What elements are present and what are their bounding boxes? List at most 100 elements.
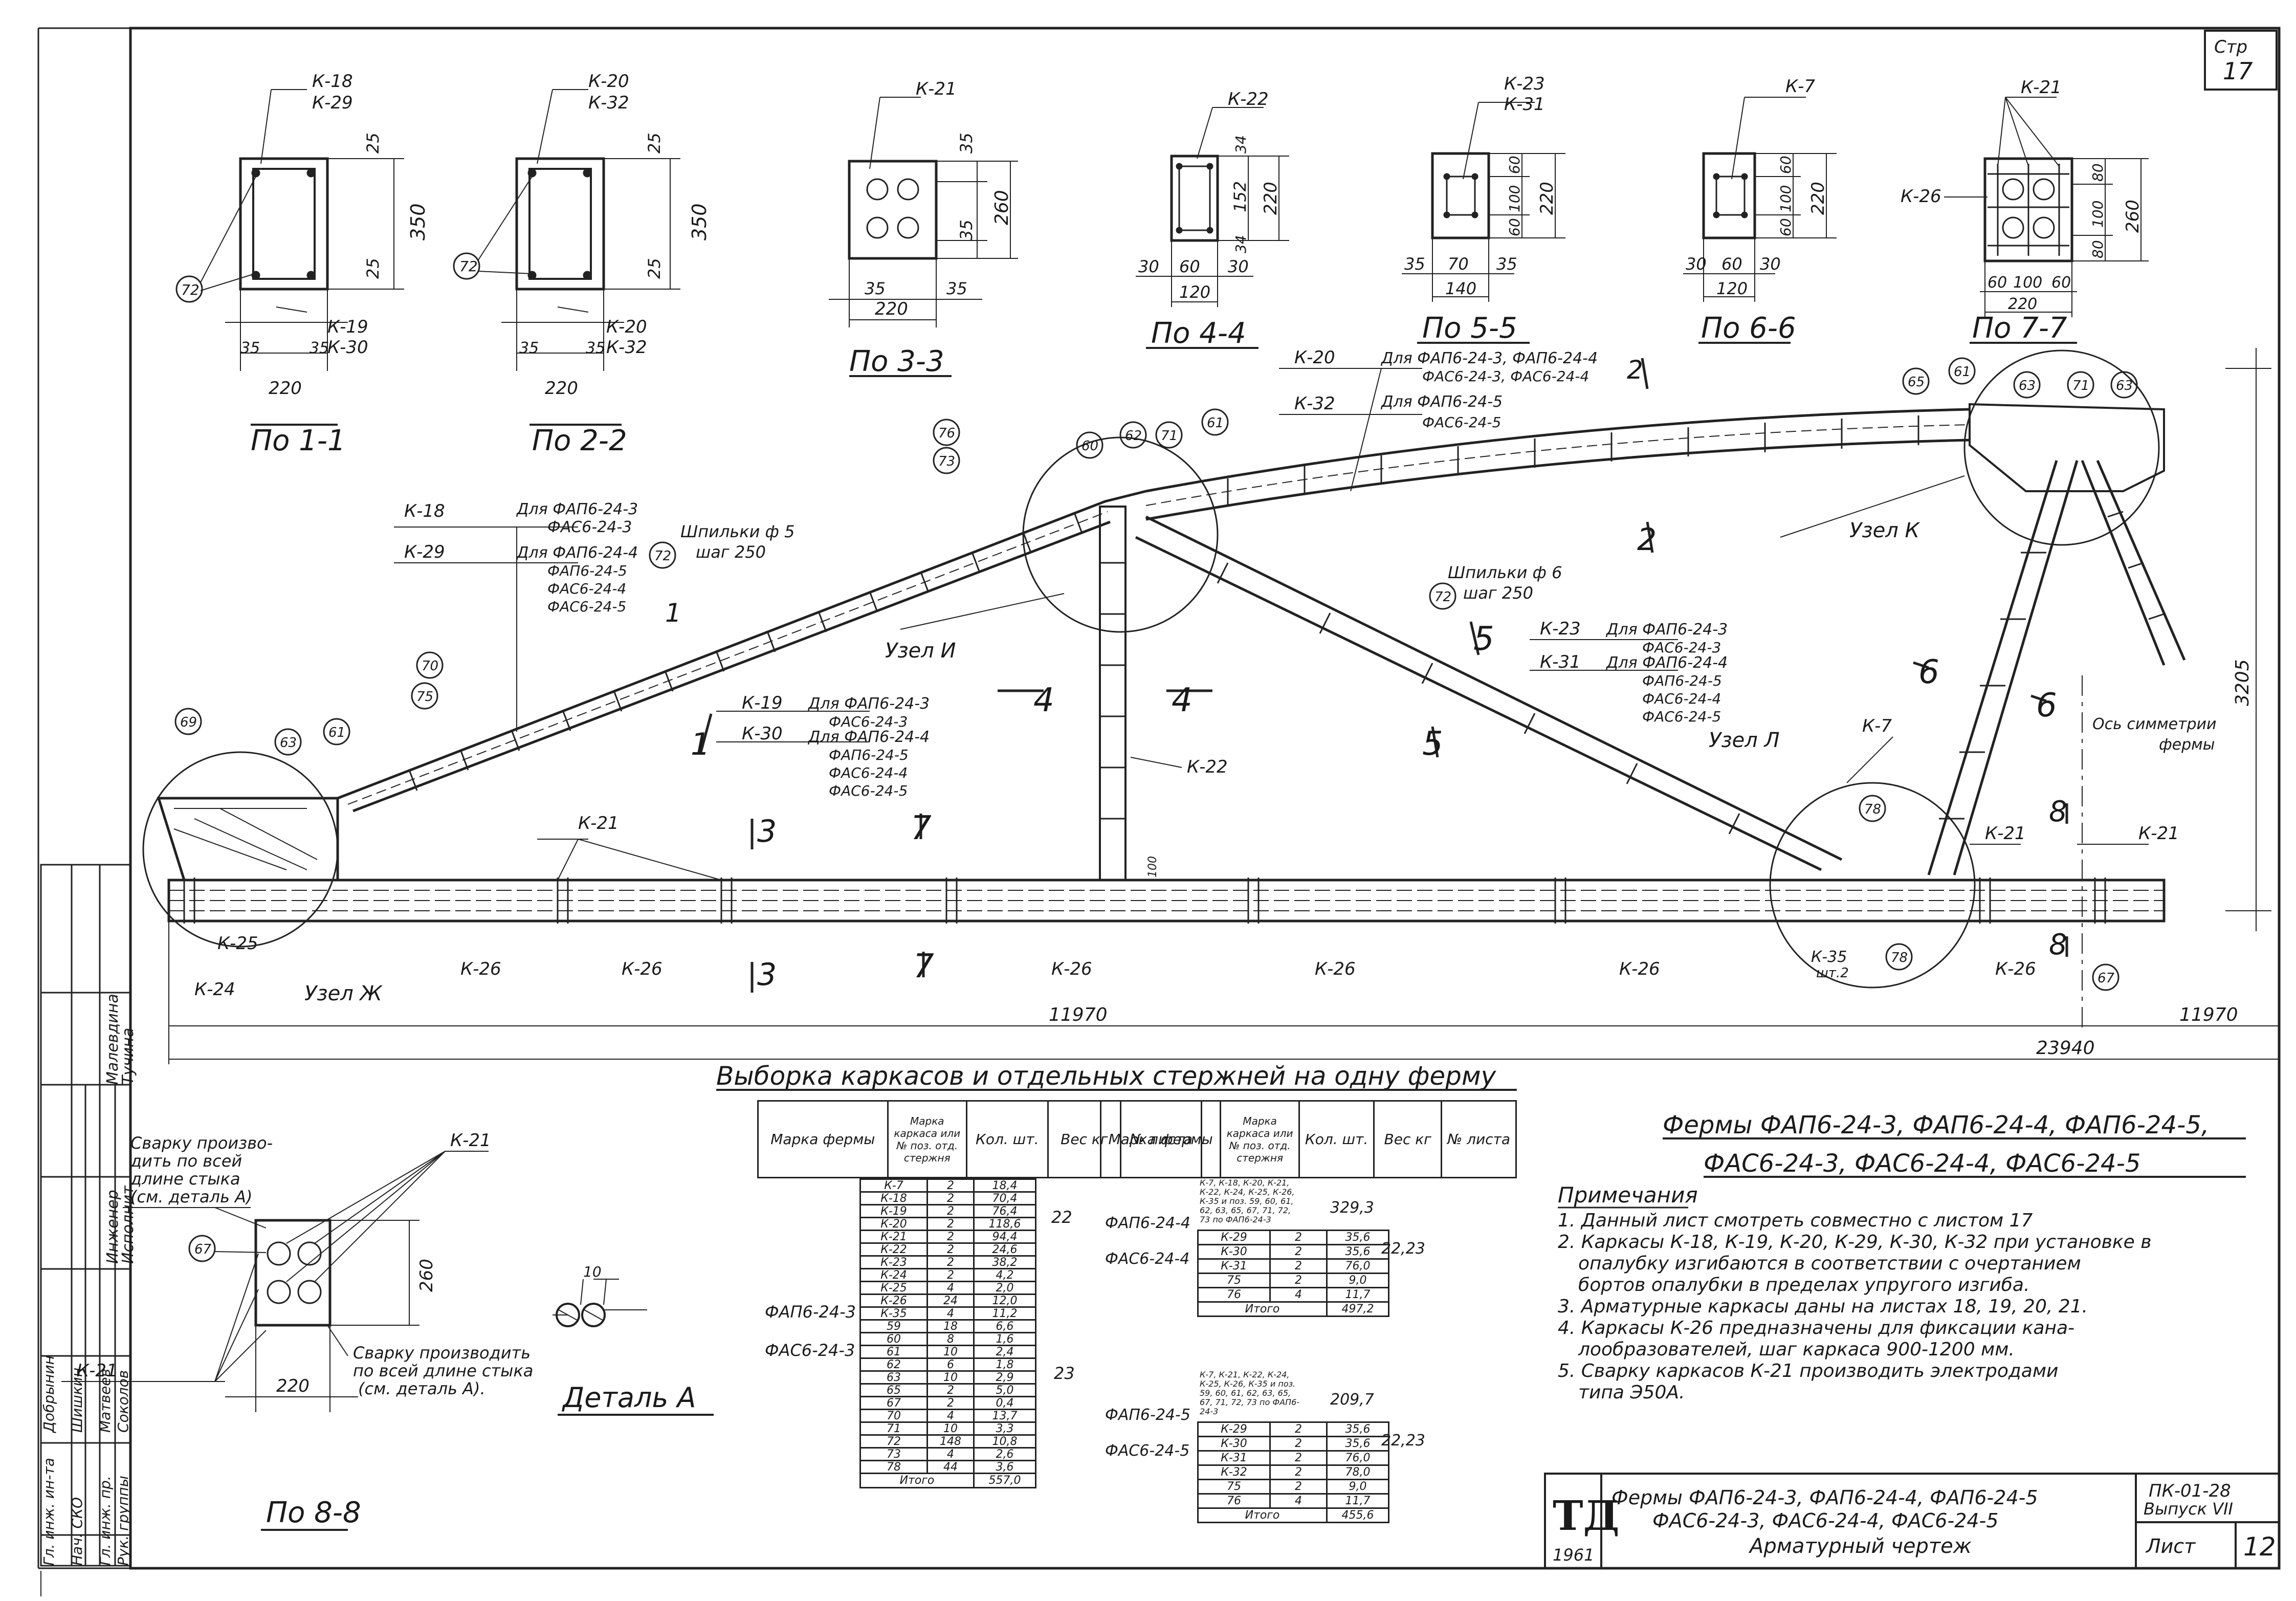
row-cage: 65 <box>859 1383 928 1397</box>
cut-6a: 6 <box>1918 653 1939 691</box>
cut-8a: 8 <box>2049 795 2067 828</box>
sec6-d3: 60 <box>1777 218 1794 236</box>
callout-k18-for2: ФАС6-24-3 <box>547 518 632 536</box>
pins2: Шпильки ф 6 <box>1448 563 1562 582</box>
sec6-s3: 30 <box>1760 254 1781 274</box>
title-line2: ФАС6-24-3, ФАС6-24-4, ФАС6-24-5 <box>1704 1149 2140 1178</box>
stamp-series: ПК-01-28 <box>2149 1481 2231 1501</box>
row-weight: 6,6 <box>973 1319 1036 1333</box>
sec5-s1: 35 <box>1404 254 1425 274</box>
bubble-20: 67 <box>2098 971 2115 986</box>
row-qty: 10 <box>926 1421 975 1436</box>
detail-h: 260 <box>416 1259 437 1292</box>
section-1-1 <box>175 89 404 426</box>
detail-k21-left: К-21 <box>77 1361 118 1381</box>
callout-k23-for2: ФАС6-24-3 <box>1642 639 1721 656</box>
total-value: 497,2 <box>1326 1301 1389 1317</box>
callout-k19: К-19 <box>742 693 783 713</box>
callout-k29: К-29 <box>404 542 445 562</box>
row-qty: 148 <box>926 1434 975 1449</box>
row-weight: 118,6 <box>973 1217 1036 1231</box>
sec5-w: 140 <box>1445 279 1476 298</box>
sec5-d1: 60 <box>1506 156 1523 174</box>
page-label: Стр <box>2214 37 2247 57</box>
callout-k31: К-31 <box>1540 652 1581 672</box>
cut-4a: 4 <box>1033 682 1054 719</box>
callout-k31-list-0: ФАП6-24-5 <box>1642 672 1722 689</box>
row-qty: 2 <box>1269 1258 1328 1274</box>
note-line: 4. Каркасы К-26 предназначены для фиксац… <box>1558 1318 2075 1339</box>
position-bubble-labels: 69 63 61 70 75 72 76 73 60 62 71 61 72 6… <box>180 364 2133 986</box>
row-qty: 4 <box>926 1281 975 1295</box>
sec3-d1: 35 <box>957 133 976 153</box>
row-cage: К-35 <box>859 1306 928 1321</box>
side-name-2: Тучина <box>119 1028 137 1085</box>
side-name-5: Матвеев <box>97 1369 114 1433</box>
sec7-s2: 100 <box>2013 274 2042 292</box>
detail-label: Деталь А <box>562 1381 696 1414</box>
bubble-6: 76 <box>938 426 955 441</box>
section-4-4 <box>1136 107 1289 349</box>
row-weight: 9,0 <box>1326 1479 1389 1495</box>
cut-5b: 5 <box>1422 725 1443 763</box>
th-weight-r: Вес кг <box>1373 1100 1443 1178</box>
node-zh: Узел Ж <box>304 982 383 1005</box>
row-weight: 5,0 <box>973 1383 1036 1397</box>
callout-k18-for: Для ФАП6-24-3 <box>516 500 638 518</box>
bubble-11: 61 <box>1207 415 1224 431</box>
stamp-issue: Выпуск VII <box>2144 1499 2233 1519</box>
row-cage: К-32 <box>1197 1464 1271 1480</box>
dim-half-right: 11970 <box>2179 1004 2238 1025</box>
row-cage: К-30 <box>1197 1244 1271 1260</box>
callout-k31-list-1: ФАС6-24-4 <box>1642 690 1721 707</box>
callout-k29-list-2: ФАС6-24-5 <box>547 598 626 615</box>
row-qty: 4 <box>1269 1287 1328 1303</box>
callout-k29-for: Для ФАП6-24-4 <box>516 544 638 562</box>
sec2-bot: К-20 <box>606 317 647 337</box>
bubble-4: 75 <box>416 689 433 705</box>
block-mark: ФАП6-24-4 <box>1105 1214 1190 1232</box>
detail-bubble: 67 <box>194 1242 212 1257</box>
side-role-4: Нач. СКО <box>69 1497 85 1566</box>
detail-weld-dim: 10 <box>583 1263 602 1280</box>
side-role-2: Исполнит. <box>119 1181 137 1264</box>
sec5-d3: 60 <box>1506 218 1523 236</box>
callout-k30: К-30 <box>742 723 783 744</box>
node-l: Узел Л <box>1709 729 1780 752</box>
sec1-s1: 35 <box>240 339 260 357</box>
row-cage: К-21 <box>859 1230 928 1244</box>
row-cage: 70 <box>859 1409 928 1423</box>
sec3-s2: 35 <box>946 279 967 298</box>
row-cage: 76 <box>1197 1493 1271 1509</box>
callout-k30-list-0: ФАП6-24-5 <box>829 747 909 763</box>
side-role-3: Гл. инж. ин-та <box>40 1458 57 1566</box>
row-qty: 4 <box>926 1306 975 1321</box>
pins1: Шпильки ф 5 <box>680 522 794 541</box>
cut-8b: 8 <box>2049 928 2067 961</box>
row-weight: 0,4 <box>973 1396 1036 1410</box>
dim-half-left: 11970 <box>1049 1004 1108 1025</box>
cut-2a: 2 <box>1627 355 1643 385</box>
cut-1b: 1 <box>665 598 681 628</box>
row-weight: 35,6 <box>1326 1436 1389 1452</box>
sec7-s1: 60 <box>1988 274 2007 292</box>
note-line: 2. Каркасы К-18, К-19, К-20, К-29, К-30,… <box>1558 1232 2152 1253</box>
total-value: 557,0 <box>973 1473 1036 1488</box>
cut-3b: 3 <box>757 957 777 993</box>
sec7-label: По 7-7 <box>1972 312 2067 345</box>
sec6-d2: 100 <box>1777 185 1794 212</box>
callout-k30-list-1: ФАС6-24-4 <box>829 764 908 781</box>
side-name-1: Малевдина <box>104 994 122 1085</box>
cut-2b: 2 <box>1637 522 1657 558</box>
